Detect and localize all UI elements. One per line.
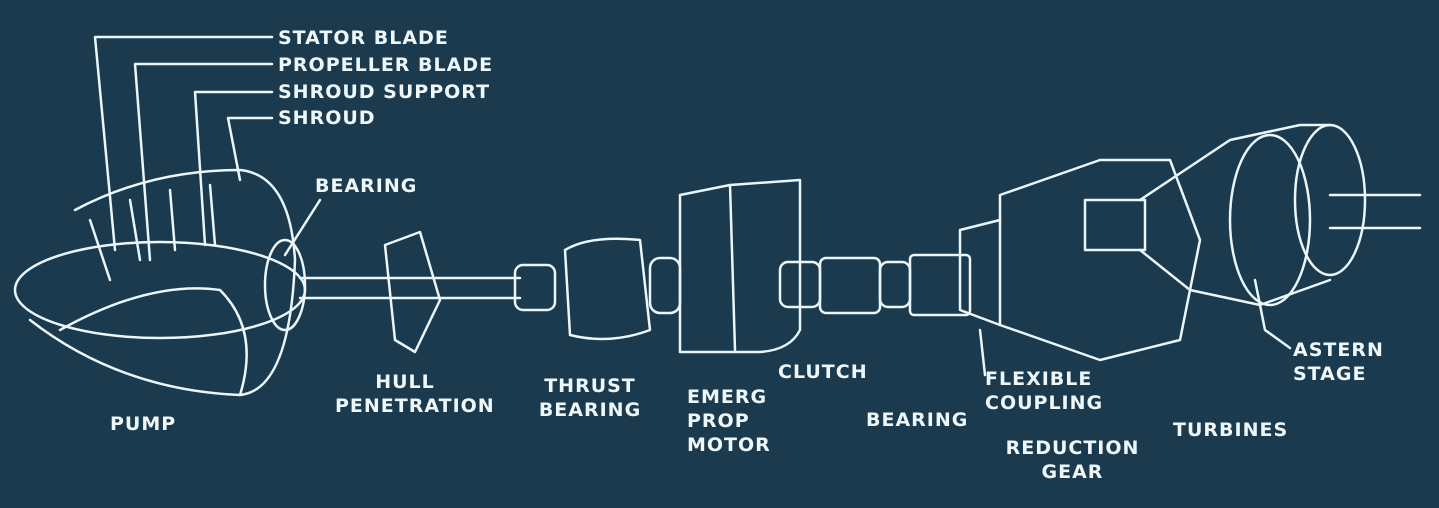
label-thrust-bearing: THRUST BEARING	[535, 374, 645, 422]
label-line: BEARING	[538, 399, 642, 421]
label-line: THRUST	[544, 375, 636, 397]
label-shroud: SHROUD	[278, 107, 376, 129]
label-reduction-gear: REDUCTION GEAR	[1000, 436, 1145, 484]
label-line: FLEXIBLE	[985, 368, 1093, 390]
label-turbines: TURBINES	[1173, 419, 1289, 441]
label-line: COUPLING	[985, 392, 1104, 414]
label-line: MOTOR	[687, 434, 771, 456]
clutch-drawing	[778, 253, 972, 317]
label-stator-blade: STATOR BLADE	[278, 27, 449, 49]
motor-drawing	[678, 178, 802, 354]
label-line: REDUCTION	[1005, 437, 1140, 459]
turbines-drawing	[1138, 123, 1422, 307]
label-bearing: BEARING	[866, 409, 969, 431]
label-pump: PUMP	[110, 413, 177, 435]
shaft-drawing	[298, 230, 557, 354]
label-line: ASTERN	[1293, 339, 1384, 361]
pump-drawing	[13, 168, 307, 397]
leader-lines	[93, 35, 1292, 377]
label-line: PROP	[687, 410, 750, 432]
label-bearing-pump: BEARING	[315, 175, 418, 197]
label-line: PENETRATION	[335, 395, 495, 417]
label-emerg-prop-motor: EMERG PROP MOTOR	[687, 385, 771, 457]
label-line: HULL	[375, 371, 435, 393]
label-line: EMERG	[687, 386, 768, 408]
label-hull-penetration: HULL PENETRATION	[335, 370, 495, 418]
thrust-bearing-drawing	[563, 237, 682, 341]
label-astern-stage: ASTERN STAGE	[1293, 338, 1384, 386]
label-line: GEAR	[1041, 461, 1104, 483]
label-line: STAGE	[1293, 363, 1367, 385]
label-shroud-support: SHROUD SUPPORT	[278, 81, 491, 103]
label-flexible-coupling: FLEXIBLE COUPLING	[985, 367, 1103, 415]
label-propeller-blade: PROPELLER BLADE	[278, 54, 494, 76]
reduction-gear-drawing	[958, 158, 1202, 362]
label-clutch: CLUTCH	[778, 361, 868, 383]
